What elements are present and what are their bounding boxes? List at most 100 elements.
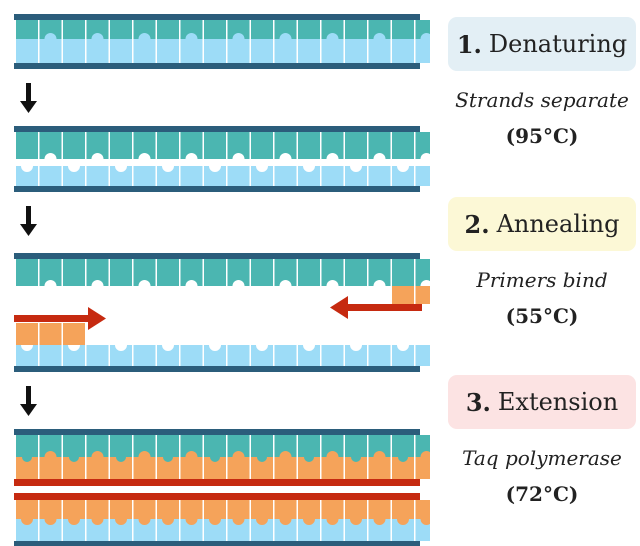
nucleotide-base [415,435,430,457]
nucleotide-base [180,20,203,39]
new-nucleotide-base [39,500,62,525]
nucleotide-base [39,345,62,366]
new-nucleotide-base [298,500,320,525]
nucleotide-base [345,435,367,462]
nucleotide-base [345,166,367,186]
nucleotide-base [180,166,203,186]
primer-arrow [330,296,348,319]
nucleotide-base [415,20,430,39]
strand-backbone [14,14,420,20]
strand-backbone [14,429,420,435]
nucleotide-base [16,259,38,286]
nucleotide-base [345,345,367,366]
step-annealing-description: Primers bind [476,268,608,292]
step-name: Extension [497,388,619,416]
nucleotide-base [321,166,344,186]
pcr-diagram [14,14,430,546]
nucleotide-base [392,20,414,39]
nucleotide-base [110,435,132,462]
new-nucleotide-base [415,286,430,304]
primer-arrow [346,304,422,311]
new-nucleotide-base [63,500,85,525]
nucleotide-base [251,132,273,159]
nucleotide-base [63,166,85,186]
new-nucleotide-base [110,500,132,525]
nucleotide-base [345,259,367,286]
nucleotide-base [204,259,226,286]
new-nucleotide-base [251,500,273,525]
step-annealing-temperature: (55°C) [505,304,579,328]
new-nucleotide-base [157,500,179,525]
nucleotide-base [345,132,367,159]
nucleotide-base [204,435,226,462]
nucleotide-base [298,20,320,39]
nucleotide-base [368,435,391,457]
new-nucleotide-base [39,323,62,345]
strand-backbone [14,63,420,69]
step-denaturing-temperature: (95°C) [505,124,579,148]
new-nucleotide-base [204,500,226,525]
nucleotide-base [110,166,132,186]
nucleotide-base [251,259,273,286]
nucleotide-base [251,435,273,462]
new-nucleotide-base [16,500,38,525]
nucleotide-base [16,132,38,159]
new-nucleotide-base [180,500,203,525]
down-arrow-icon [26,386,31,406]
step-annealing-box: 2.Annealing [448,197,636,251]
step-name: Annealing [496,210,620,238]
nucleotide-base [392,132,414,159]
nucleotide-base [157,259,179,286]
nucleotide-base [274,259,297,286]
step-number: 1. [456,29,482,59]
step-number: 2. [464,209,490,239]
nucleotide-base [180,435,203,457]
nucleotide-base [392,435,414,462]
strand-backbone [14,541,420,546]
new-strand-backbone [14,479,420,486]
new-strand-backbone [14,493,420,500]
nucleotide-base [274,345,297,366]
nucleotide-base [415,132,430,159]
nucleotide-base [251,345,273,366]
nucleotide-base [157,166,179,186]
nucleotide-base [274,166,297,186]
nucleotide-base [86,20,109,39]
down-arrow-icon [20,404,37,416]
nucleotide-base [39,259,62,286]
nucleotide-base [415,259,430,286]
nucleotide-base [298,259,320,286]
step-denaturing-box: 1.Denaturing [448,17,636,71]
nucleotide-base [39,20,62,39]
step-denaturing-description: Strands separate [455,88,629,112]
nucleotide-base [321,132,344,159]
nucleotide-base [157,20,179,39]
nucleotide-base [274,20,297,39]
nucleotide-base [321,435,344,457]
step-extension-temperature: (72°C) [505,482,579,506]
new-nucleotide-base [227,500,250,525]
new-nucleotide-base [392,500,414,525]
new-nucleotide-base [274,500,297,525]
step-extension-description: Taq polymerase [462,446,622,470]
nucleotide-base [39,435,62,457]
nucleotide-base [227,132,250,159]
new-nucleotide-base [345,500,367,525]
nucleotide-base [110,20,132,39]
nucleotide-base [157,345,179,366]
nucleotide-base [274,435,297,457]
nucleotide-base [86,259,109,286]
nucleotide-base [392,166,414,186]
nucleotide-base [227,166,250,186]
nucleotide-base [63,132,85,159]
nucleotide-base [298,345,320,366]
nucleotide-base [345,20,367,39]
nucleotide-base [133,345,156,366]
nucleotide-base [415,166,430,186]
nucleotide-base [16,435,38,462]
nucleotide-base [180,259,203,286]
nucleotide-base [16,345,38,366]
nucleotide-base [321,345,344,366]
nucleotide-base [133,132,156,159]
nucleotide-base [227,20,250,39]
